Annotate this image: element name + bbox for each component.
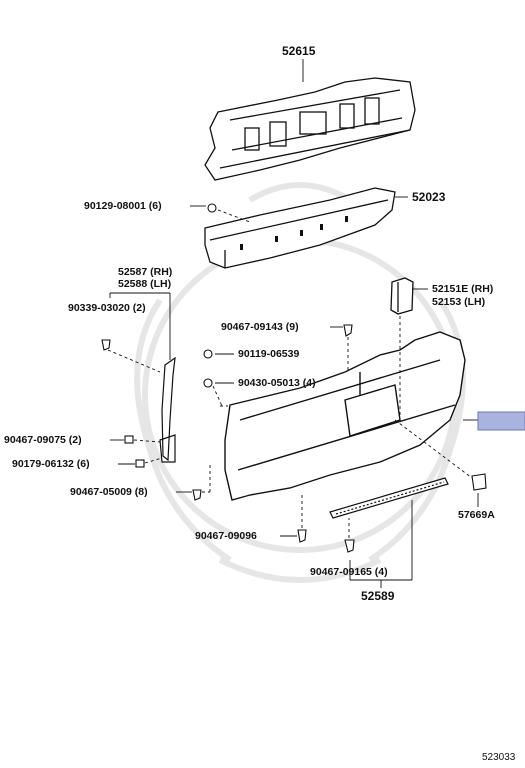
diagram-code: 523033 xyxy=(482,752,516,763)
label-90119-06539: 90119-06539 xyxy=(238,348,300,360)
label-52587-rh: 52587 (RH) xyxy=(118,266,173,278)
highlight-marker xyxy=(477,411,525,431)
label-52153-lh: 52153 (LH) xyxy=(432,296,486,308)
label-52589: 52589 xyxy=(361,589,395,603)
label-90129-08001: 90129-08001 (6) xyxy=(84,200,162,212)
label-57669a: 57669A xyxy=(458,509,495,521)
leader-lines xyxy=(109,59,479,588)
label-90467-05009: 90467-05009 (8) xyxy=(70,486,148,498)
stay-52587 xyxy=(159,356,176,463)
label-90467-09096: 90467-09096 xyxy=(195,530,257,542)
label-90339-03020: 90339-03020 (2) xyxy=(68,302,146,314)
label-52023: 52023 xyxy=(412,190,446,204)
label-90467-09075: 90467-09075 (2) xyxy=(4,434,82,446)
dashed-lines xyxy=(107,209,473,538)
label-52615: 52615 xyxy=(282,44,316,58)
lower-strip-52589 xyxy=(329,477,449,519)
label-90467-09143: 90467-09143 (9) xyxy=(221,321,299,333)
label-90467-09165: 90467-09165 (4) xyxy=(310,566,388,578)
absorber-52023 xyxy=(204,187,396,269)
fasteners xyxy=(101,203,487,553)
label-52588-lh: 52588 (LH) xyxy=(118,278,172,290)
retainer-52151e xyxy=(390,277,414,315)
bumper-cover xyxy=(224,331,466,501)
label-90179-06132: 90179-06132 (6) xyxy=(12,458,90,470)
reinforcement-52615 xyxy=(204,77,416,181)
label-52151e-rh: 52151E (RH) xyxy=(432,283,494,295)
label-90430-05013: 90430-05013 (4) xyxy=(238,377,316,389)
